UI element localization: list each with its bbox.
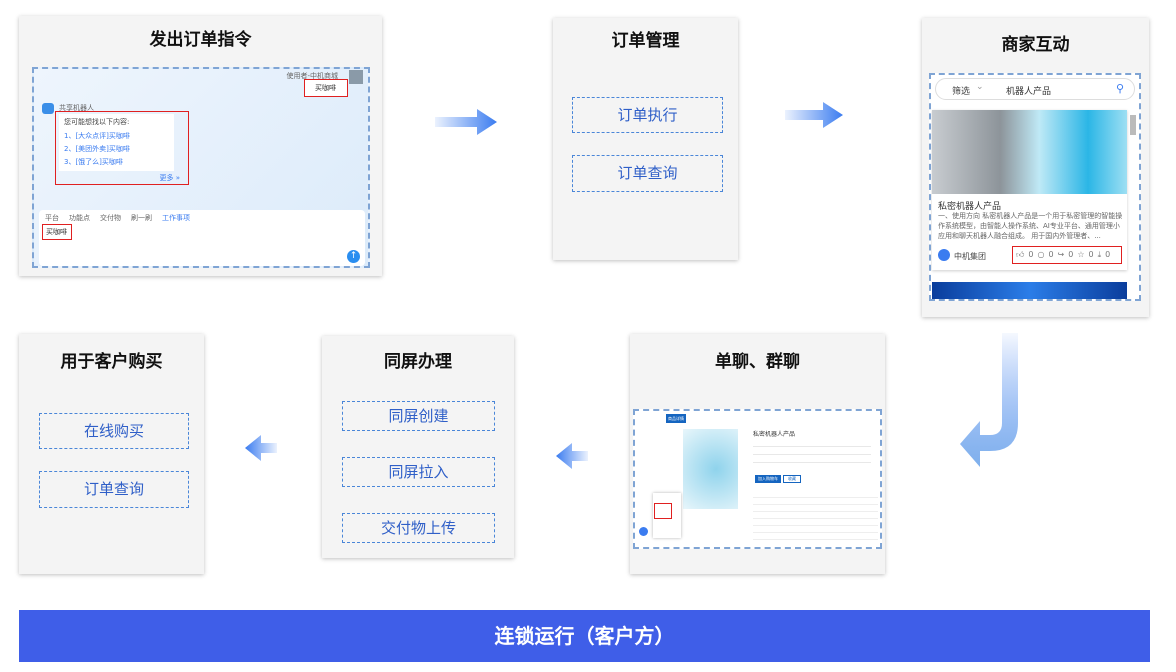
- toolbar-item[interactable]: 工作事项: [162, 214, 190, 222]
- input-value: 买咖啡: [46, 228, 67, 236]
- panel-title: 用于客户购买: [60, 352, 163, 372]
- star-count: 0: [1088, 250, 1094, 259]
- card-description: 一、使用方向 私密机器人产品是一个用于私密管理的智能操作系统模型，由智能人操作系…: [938, 212, 1123, 240]
- chat-screenshot: 使用者-中机商城 买咖啡 共享机器人 您可能想找以下内容: 1、[大众点评]买咖…: [32, 67, 370, 268]
- panel-title: 商家互动: [1001, 35, 1070, 55]
- arrow-right-icon: [785, 102, 843, 128]
- panel-title: 发出订单指令: [149, 30, 252, 50]
- order-query-item[interactable]: 订单查询: [39, 471, 189, 508]
- filter-dropdown[interactable]: 筛选: [952, 87, 971, 97]
- order-query-item[interactable]: 订单查询: [572, 155, 723, 192]
- toolbar-item[interactable]: 平台: [45, 214, 59, 222]
- toolbar-item[interactable]: 功能点: [69, 214, 90, 222]
- search-bar[interactable]: 筛选 ⌄ 机器人产品 ⚲: [935, 78, 1135, 100]
- add-to-cart-button[interactable]: 加入购物车: [755, 475, 781, 483]
- input-area[interactable]: 平台 功能点 交付物 刷一刷 工作事项 买咖啡 ↑: [39, 210, 365, 266]
- chat-bot-icon[interactable]: [639, 527, 648, 536]
- deliverable-upload-item[interactable]: 交付物上传: [342, 513, 495, 543]
- suggestion[interactable]: 3、[饿了么]买咖啡: [64, 158, 123, 166]
- like-icon[interactable]: 👍︎: [1016, 250, 1025, 259]
- tab-product-detail[interactable]: 商品详情: [666, 414, 686, 423]
- arrow-left-icon: [556, 443, 588, 469]
- product-title: 私密机器人产品: [753, 431, 796, 438]
- panel-merchant-interaction: 商家互动 筛选 ⌄ 机器人产品 ⚲ 私密机器人产品 一、使用方向 私密机器人产品…: [922, 18, 1149, 317]
- comment-icon[interactable]: ○: [1037, 250, 1045, 259]
- online-purchase-item[interactable]: 在线购买: [39, 413, 189, 449]
- chevron-down-icon: ⌄: [976, 82, 984, 92]
- arrow-right-icon: [435, 109, 497, 135]
- order-execute-item[interactable]: 订单执行: [572, 97, 723, 133]
- search-icon[interactable]: ⚲: [1115, 82, 1124, 95]
- bot-icon: [42, 103, 54, 114]
- star-icon[interactable]: ☆: [1077, 250, 1085, 259]
- suggestion[interactable]: 1、[大众点评]买咖啡: [64, 132, 130, 140]
- product-card[interactable]: 私密机器人产品 一、使用方向 私密机器人产品是一个用于私密管理的智能操作系统模型…: [932, 110, 1127, 270]
- share-count: 0: [1068, 250, 1074, 259]
- panel-order-command: 发出订单指令 使用者-中机商城 买咖啡 共享机器人 您可能想找以下内容: 1、[…: [19, 16, 382, 276]
- footer-banner: 连锁运行（客户方）: [19, 610, 1150, 662]
- product-image: [683, 429, 738, 509]
- next-card-image: [932, 282, 1127, 299]
- panel-same-screen: 同屏办理 同屏创建 同屏拉入 交付物上传: [322, 336, 514, 558]
- company-name: 中机集团: [954, 252, 986, 261]
- panel-title: 单聊、群聊: [715, 352, 800, 372]
- same-screen-join-item[interactable]: 同屏拉入: [342, 457, 495, 487]
- user-message: 买咖啡: [315, 84, 336, 92]
- download-icon[interactable]: ⤓: [1097, 250, 1102, 259]
- panel-customer-purchase: 用于客户购买 在线购买 订单查询: [19, 334, 204, 574]
- favorite-button[interactable]: 收藏: [783, 475, 801, 483]
- search-input[interactable]: 机器人产品: [1006, 87, 1052, 97]
- merchant-screenshot: 筛选 ⌄ 机器人产品 ⚲ 私密机器人产品 一、使用方向 私密机器人产品是一个用于…: [929, 73, 1141, 301]
- card-title: 私密机器人产品: [938, 202, 1002, 212]
- bot-prompt: 您可能想找以下内容:: [64, 118, 130, 126]
- panel-chat: 单聊、群聊 商品详情 私密机器人产品 加入购物车 收藏: [630, 334, 885, 574]
- same-screen-create-item[interactable]: 同屏创建: [342, 401, 495, 431]
- toolbar-item[interactable]: 刷一刷: [131, 214, 152, 222]
- send-icon[interactable]: ↑: [347, 250, 360, 263]
- toolbar-item[interactable]: 交付物: [100, 214, 121, 222]
- download-count: 0: [1105, 250, 1111, 259]
- more-link[interactable]: 更多 »: [159, 174, 180, 182]
- like-count: 0: [1028, 250, 1034, 259]
- arrow-left-icon: [245, 435, 277, 461]
- share-icon[interactable]: ↪: [1057, 250, 1065, 259]
- avatar: [349, 70, 363, 84]
- user-name: 使用者-中机商城: [286, 72, 338, 80]
- panel-order-management: 订单管理 订单执行 订单查询: [553, 18, 738, 260]
- comment-count: 0: [1048, 250, 1054, 259]
- company-logo: [938, 249, 950, 261]
- arrow-curved-down-left-icon: [960, 333, 1018, 467]
- panel-title: 订单管理: [611, 31, 680, 51]
- scrollbar[interactable]: [1130, 115, 1136, 135]
- chat-product-screenshot: 商品详情 私密机器人产品 加入购物车 收藏: [633, 409, 882, 549]
- bot-name: 共享机器人: [59, 104, 94, 112]
- panel-title: 同屏办理: [384, 352, 452, 372]
- suggestion[interactable]: 2、[美团外卖]买咖啡: [64, 145, 130, 153]
- product-image: [932, 110, 1127, 194]
- context-menu[interactable]: [653, 493, 681, 538]
